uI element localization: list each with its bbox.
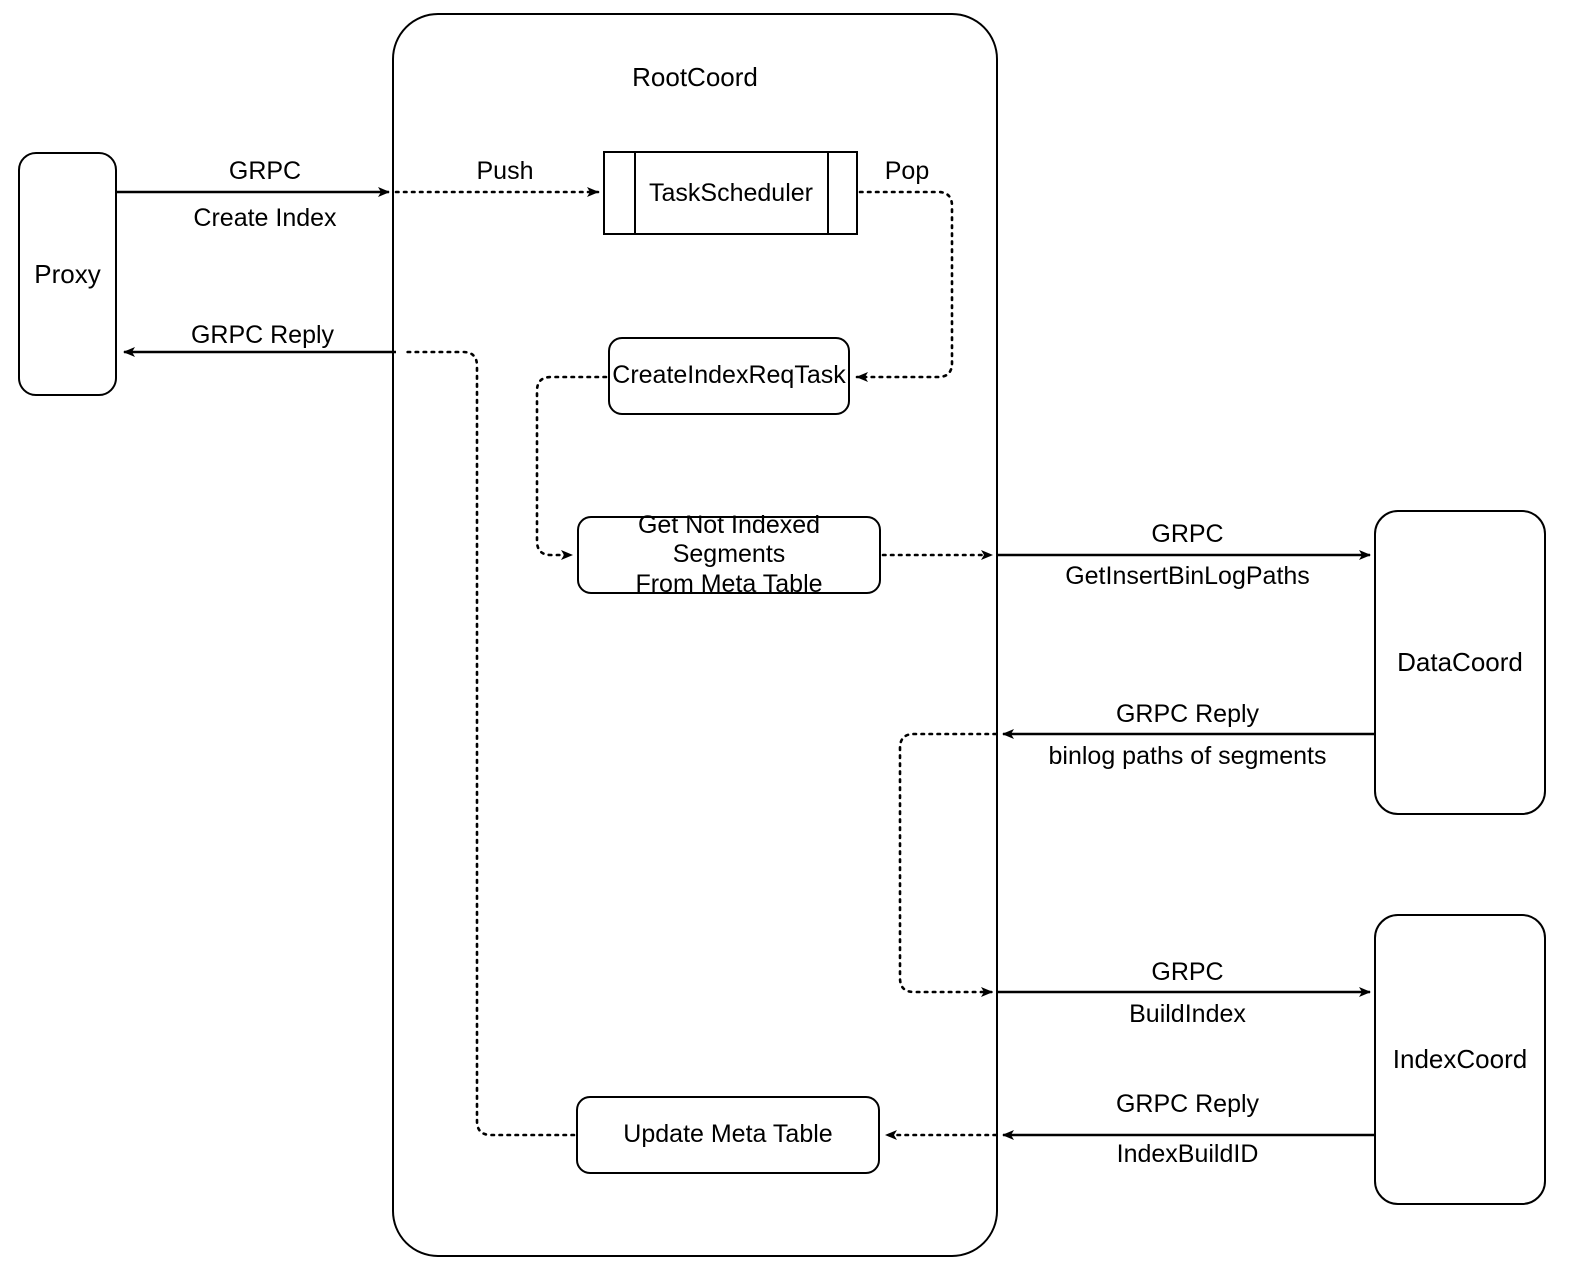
edge-label-buildindex: BuildIndex xyxy=(1129,1000,1246,1028)
edge-label-getinsertbinlogpaths: GetInsertBinLogPaths xyxy=(1065,562,1310,590)
datacoord-label: DataCoord xyxy=(1397,647,1523,678)
rootcoord-label: RootCoord xyxy=(632,62,758,92)
indexcoord-node[interactable]: IndexCoord xyxy=(1374,914,1546,1205)
get-not-indexed-segments-line1: Get Not Indexed Segments xyxy=(637,510,821,569)
taskscheduler-left-divider xyxy=(634,153,636,233)
edge-label-pop: Pop xyxy=(884,157,930,185)
taskscheduler-label: TaskScheduler xyxy=(649,178,813,207)
rootcoord-container xyxy=(392,13,998,1257)
createindexreqtask-node[interactable]: CreateIndexReqTask xyxy=(608,337,850,415)
update-meta-table-label: Update Meta Table xyxy=(623,1120,833,1149)
edge-label-grpc-reply-indexcoord: GRPC Reply xyxy=(1115,1090,1260,1118)
edge-label-grpc-reply-proxy: GRPC Reply xyxy=(190,321,335,349)
taskscheduler-right-divider xyxy=(827,153,829,233)
update-meta-table-node[interactable]: Update Meta Table xyxy=(576,1096,880,1174)
taskscheduler-node[interactable]: TaskScheduler xyxy=(603,151,858,235)
edge-label-grpc-reply-datacoord: GRPC Reply xyxy=(1115,700,1260,728)
datacoord-node[interactable]: DataCoord xyxy=(1374,510,1546,815)
createindexreqtask-label: CreateIndexReqTask xyxy=(612,361,846,390)
get-not-indexed-segments-line2: From Meta Table xyxy=(635,569,823,598)
proxy-label: Proxy xyxy=(34,258,101,289)
edge-label-indexbuildid: IndexBuildID xyxy=(1116,1140,1259,1168)
edge-label-grpc-datacoord: GRPC xyxy=(1151,520,1224,548)
edge-label-grpc-indexcoord: GRPC xyxy=(1151,958,1224,986)
get-not-indexed-segments-node[interactable]: Get Not Indexed Segments From Meta Table xyxy=(577,511,881,598)
edge-label-binlog-paths: binlog paths of segments xyxy=(1048,742,1327,770)
edge-label-push: Push xyxy=(476,157,534,185)
indexcoord-label: IndexCoord xyxy=(1392,1044,1528,1075)
edge-label-create-index: Create Index xyxy=(193,204,337,232)
edge-label-grpc-proxy: GRPC xyxy=(228,157,302,185)
proxy-node[interactable]: Proxy xyxy=(18,152,117,396)
